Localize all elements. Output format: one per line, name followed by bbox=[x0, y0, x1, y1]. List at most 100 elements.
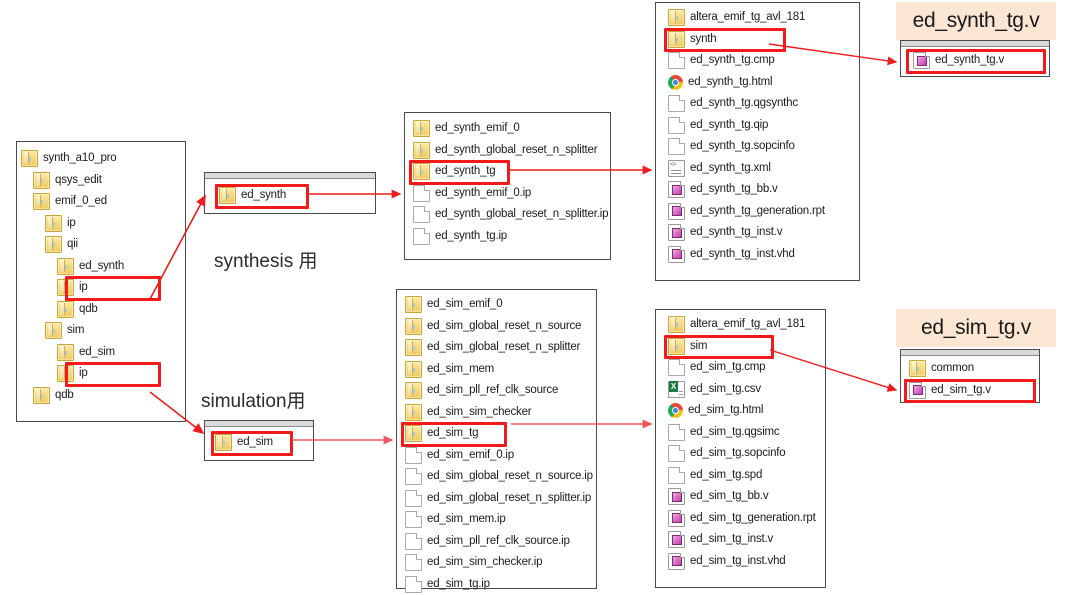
list-item[interactable]: qdb bbox=[57, 299, 185, 321]
vdoc-icon bbox=[909, 381, 926, 399]
list-item-label: ed_sim_tg.cmp bbox=[690, 361, 766, 373]
list-item[interactable]: ed_synth_global_reset_n_splitter.ip bbox=[413, 204, 610, 226]
panel-titlebar bbox=[901, 41, 1049, 47]
list-item-label: ip bbox=[79, 281, 88, 293]
list-item[interactable]: ip bbox=[57, 277, 185, 299]
list-item[interactable]: altera_emif_tg_avl_181 bbox=[668, 314, 825, 336]
list-item-label: ed_sim_tg.csv bbox=[690, 382, 761, 395]
list-item[interactable]: ed_sim_emif_0 bbox=[405, 294, 596, 316]
list-item[interactable]: ed_synth_tg.qip bbox=[668, 115, 859, 137]
list-item[interactable]: ed_synth_tg.ip bbox=[413, 226, 610, 248]
list-item[interactable]: ed_sim_tg.sopcinfo bbox=[668, 443, 825, 465]
list-item[interactable]: ip bbox=[57, 363, 185, 385]
list-item-label: ed_synth_tg.qip bbox=[690, 118, 769, 131]
panel-titlebar bbox=[901, 350, 1039, 356]
ed-synth-panel[interactable]: ed_synth bbox=[204, 172, 376, 214]
list-item[interactable]: qsys_edit bbox=[33, 170, 185, 192]
list-item[interactable]: ed_synth_tg.cmp bbox=[668, 50, 859, 72]
list-item[interactable]: ed_synth_tg.sopcinfo bbox=[668, 136, 859, 158]
list-item[interactable]: ed_sim bbox=[215, 432, 313, 454]
list-item[interactable]: ed_synth_tg bbox=[413, 161, 610, 183]
list-item[interactable]: ed_sim_mem.ip bbox=[405, 509, 596, 531]
list-item[interactable]: qdb bbox=[33, 385, 185, 407]
list-item[interactable]: sim bbox=[45, 320, 185, 342]
list-item[interactable]: ed_sim_pll_ref_clk_source.ip bbox=[405, 531, 596, 553]
list-item[interactable]: ed_sim_global_reset_n_source bbox=[405, 316, 596, 338]
list-item-label: ed_synth_global_reset_n_splitter.ip bbox=[435, 208, 609, 220]
list-item[interactable]: ed_synth_global_reset_n_splitter bbox=[413, 140, 610, 162]
list-item[interactable]: synth bbox=[668, 29, 859, 51]
list-item-label: ed_synth_tg.xml bbox=[690, 161, 771, 174]
doc-icon bbox=[668, 116, 685, 134]
list-item[interactable]: ed_sim_tg_bb.v bbox=[668, 486, 825, 508]
list-item[interactable]: qii bbox=[45, 234, 185, 256]
list-item[interactable]: ed_synth_tg_bb.v bbox=[668, 179, 859, 201]
list-item-label: ed_sim_global_reset_n_splitter.ip bbox=[427, 491, 592, 504]
list-item[interactable]: ed_synth_emif_0.ip bbox=[413, 183, 610, 205]
list-item[interactable]: altera_emif_tg_avl_181 bbox=[668, 7, 859, 29]
list-item[interactable]: ed_synth_tg.qgsynthc bbox=[668, 93, 859, 115]
list-item-label: ed_synth_tg.sopcinfo bbox=[690, 140, 795, 152]
doc-icon bbox=[405, 468, 422, 486]
list-item-label: ed_synth_tg.html bbox=[688, 75, 773, 88]
list-item[interactable]: sim bbox=[668, 336, 825, 358]
list-item[interactable]: ed_synth_tg_inst.v bbox=[668, 222, 859, 244]
list-item-label: ed_synth bbox=[241, 189, 287, 201]
list-item[interactable]: emif_0_ed bbox=[33, 191, 185, 213]
list-item[interactable]: ed_sim_tg.qgsimc bbox=[668, 422, 825, 444]
folder-icon bbox=[33, 193, 50, 211]
synth-result-panel[interactable]: ed_synth_tg.v bbox=[900, 40, 1050, 77]
list-item[interactable]: ed_sim_tg.cmp bbox=[668, 357, 825, 379]
list-item[interactable]: ed_sim_tg_inst.v bbox=[668, 529, 825, 551]
list-item-label: ed_synth_tg_generation.rpt bbox=[690, 204, 825, 217]
list-item[interactable]: ed_sim_pll_ref_clk_source bbox=[405, 380, 596, 402]
list-item[interactable]: ed_synth_tg.xml bbox=[668, 158, 859, 180]
list-item[interactable]: ed_synth_tg.html bbox=[668, 72, 859, 94]
folder-icon bbox=[413, 163, 430, 181]
list-item[interactable]: ed_sim_global_reset_n_source.ip bbox=[405, 466, 596, 488]
list-item-label: ed_sim_tg.html bbox=[688, 404, 764, 416]
list-item[interactable]: ed_synth_tg_generation.rpt bbox=[668, 201, 859, 223]
list-item-label: ed_sim_pll_ref_clk_source bbox=[427, 384, 559, 396]
list-item[interactable]: ed_sim_global_reset_n_splitter.ip bbox=[405, 488, 596, 510]
list-item[interactable]: ed_sim_emif_0.ip bbox=[405, 445, 596, 467]
chrome-icon bbox=[668, 403, 683, 419]
list-item[interactable]: ed_sim_tg.v bbox=[909, 380, 1039, 402]
folder-icon bbox=[909, 360, 926, 378]
list-item-label: emif_0_ed bbox=[55, 195, 107, 207]
list-item[interactable]: ed_sim_sim_checker.ip bbox=[405, 552, 596, 574]
list-item[interactable]: ed_synth bbox=[57, 256, 185, 278]
chrome-icon bbox=[668, 74, 683, 90]
list-item[interactable]: common bbox=[909, 358, 1039, 380]
list-item[interactable]: ip bbox=[45, 213, 185, 235]
list-item[interactable]: synth_a10_pro bbox=[21, 148, 185, 170]
list-item[interactable]: ed_sim_tg.csv bbox=[668, 379, 825, 401]
list-item[interactable]: ed_sim_tg.spd bbox=[668, 465, 825, 487]
list-item[interactable]: ed_synth bbox=[219, 185, 375, 207]
list-item-label: synth bbox=[690, 32, 717, 45]
list-item[interactable]: ed_synth_tg_inst.vhd bbox=[668, 244, 859, 266]
list-item-label: qdb bbox=[79, 302, 98, 315]
list-item[interactable]: ed_sim_tg bbox=[405, 423, 596, 445]
list-item[interactable]: ed_sim_sim_checker bbox=[405, 402, 596, 424]
list-item[interactable]: ed_sim_tg_inst.vhd bbox=[668, 551, 825, 573]
list-item[interactable]: ed_synth_tg.v bbox=[913, 50, 1049, 72]
list-item[interactable]: ed_sim_global_reset_n_splitter bbox=[405, 337, 596, 359]
doc-icon bbox=[405, 489, 422, 507]
list-item-label: qdb bbox=[55, 388, 74, 401]
list-item[interactable]: ed_synth_emif_0 bbox=[413, 118, 610, 140]
list-item[interactable]: ed_sim_tg.html bbox=[668, 400, 825, 422]
list-item[interactable]: ed_sim_tg_generation.rpt bbox=[668, 508, 825, 530]
doc-icon bbox=[668, 52, 685, 70]
ed-sim-panel[interactable]: ed_sim bbox=[204, 420, 314, 461]
list-item[interactable]: ed_sim_mem bbox=[405, 359, 596, 381]
list-item[interactable]: ed_sim_tg.ip bbox=[405, 574, 596, 595]
list-item[interactable]: ed_sim bbox=[57, 342, 185, 364]
